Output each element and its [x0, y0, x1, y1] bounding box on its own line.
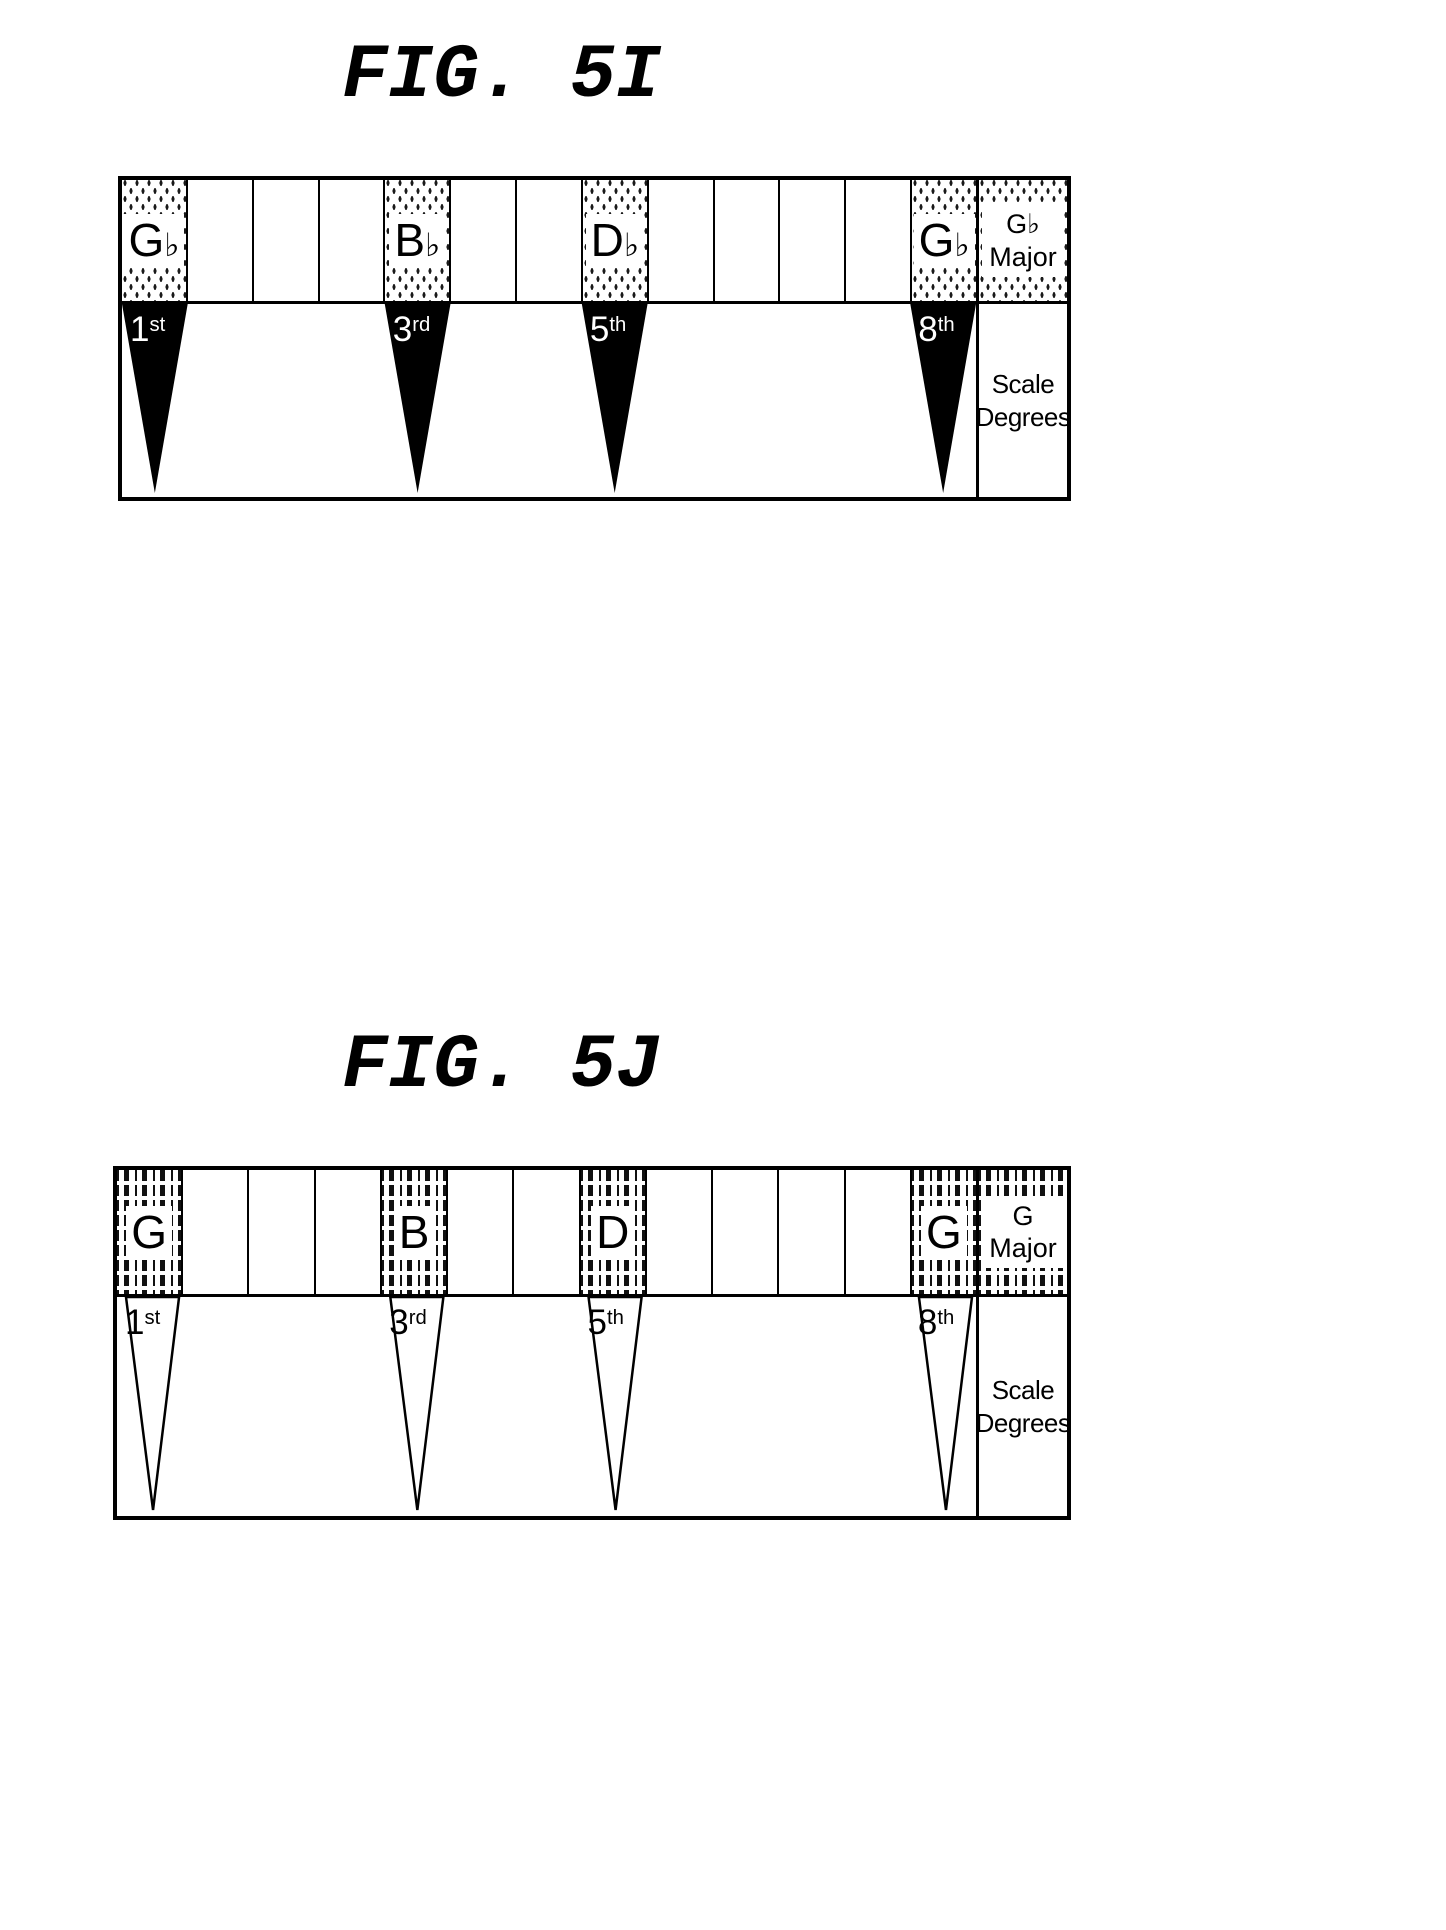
- note-label: G♭: [123, 214, 185, 267]
- note-cell-b-flat: B♭: [385, 180, 452, 301]
- note-cell-empty: [517, 180, 583, 301]
- note-row: G♭ B♭ D♭ G♭ G♭ Major: [122, 180, 1067, 304]
- note-row: G B D G G Major: [117, 1170, 1067, 1297]
- note-label: G: [921, 1205, 967, 1259]
- flat-sign: ♭: [623, 227, 640, 264]
- scale-degrees-cell: Scale Degrees: [976, 304, 1071, 497]
- scale-degrees-line2: Degrees: [975, 401, 1071, 432]
- note-cell-b: B: [381, 1170, 449, 1294]
- degree-triangle: [389, 1297, 445, 1511]
- degree-row: 1st 3rd 5th 8th Scale Degrees: [117, 1297, 1071, 1516]
- note-label: D♭: [585, 214, 645, 267]
- note-label: B♭: [389, 214, 446, 267]
- degree-triangle: [581, 304, 648, 493]
- degree-triangle: [122, 304, 188, 493]
- note-cells: G♭ B♭ D♭ G♭: [122, 180, 976, 301]
- scale-degrees-cell: Scale Degrees: [976, 1297, 1071, 1516]
- note-cell-empty: [846, 180, 913, 301]
- note-cell-empty: [183, 1170, 250, 1294]
- note-cell-empty: [648, 180, 715, 301]
- note-cell-g: G: [911, 1170, 977, 1294]
- scale-diagram-gb-major: G♭ B♭ D♭ G♭ G♭ Major 1st 3rd 5th 8th Scale Deg…: [118, 176, 1071, 501]
- note-cell-empty: [253, 180, 320, 301]
- note-cell-empty: [187, 180, 254, 301]
- note-cell-empty: [249, 1170, 316, 1294]
- key-name-cell: G Major: [976, 1170, 1067, 1294]
- degree-triangles-graphic: [122, 304, 976, 493]
- note-cell-empty: [779, 1170, 846, 1294]
- key-name-line1: G: [1012, 1200, 1034, 1231]
- note-cell-empty: [319, 180, 386, 301]
- note-cell-g: G: [117, 1170, 184, 1294]
- scale-diagram-g-major: G B D G G Major 1st 3rd 5th 8th Scale Degrees: [113, 1166, 1071, 1520]
- key-name-label: G♭ Major: [982, 204, 1064, 277]
- note-cell-empty: [514, 1170, 581, 1294]
- degree-triangle: [910, 304, 976, 493]
- note-cell-empty: [646, 1170, 714, 1294]
- figure-title: FIG. 5J: [342, 1023, 662, 1109]
- flat-sign: ♭: [164, 227, 180, 264]
- note-cell-empty: [451, 180, 518, 301]
- note-cell-d-flat: D♭: [582, 180, 649, 301]
- triangle-area: 1st 3rd 5th 8th: [122, 304, 976, 497]
- note-cell-g-flat: G♭: [122, 180, 188, 301]
- flat-sign: ♭: [425, 227, 441, 264]
- note-cell-empty: [315, 1170, 382, 1294]
- note-label: D: [591, 1205, 635, 1259]
- note-cell-g-flat: G♭: [912, 180, 976, 301]
- note-cell-empty: [713, 1170, 780, 1294]
- degree-triangles-graphic: [124, 1297, 974, 1511]
- key-name-label: G Major: [982, 1195, 1064, 1269]
- key-name-line1: G♭: [1006, 209, 1040, 240]
- note-label: G♭: [913, 214, 975, 267]
- key-name-line2: Major: [989, 1233, 1057, 1263]
- degree-triangle: [384, 304, 451, 493]
- degree-label: 1st: [130, 310, 166, 349]
- note-cell-empty: [780, 180, 847, 301]
- degree-row: 1st 3rd 5th 8th Scale Degrees: [122, 304, 1071, 497]
- degree-label: 3rd: [389, 1303, 427, 1342]
- degree-label: 5th: [587, 1303, 624, 1342]
- degree-label: 8th: [917, 1303, 955, 1342]
- key-name-cell: G♭ Major: [976, 180, 1067, 301]
- degree-triangle: [917, 1297, 974, 1511]
- note-cell-empty: [448, 1170, 515, 1294]
- note-label: B: [393, 1205, 435, 1259]
- scale-degrees-line1: Scale: [991, 1375, 1055, 1405]
- flat-sign: ♭: [954, 227, 970, 264]
- note-label: G: [126, 1205, 172, 1259]
- degree-label: 1st: [125, 1303, 161, 1342]
- triangle-area: 1st 3rd 5th 8th: [117, 1297, 976, 1516]
- note-cell-empty: [714, 180, 781, 301]
- degree-label: 3rd: [392, 310, 431, 349]
- note-cell-empty: [845, 1170, 912, 1294]
- degree-label: 5th: [589, 310, 627, 349]
- scale-degrees-line2: Degrees: [975, 1407, 1071, 1438]
- degree-label: 8th: [918, 310, 955, 349]
- key-name-line2: Major: [989, 241, 1057, 272]
- degree-triangle: [587, 1297, 643, 1511]
- figure-title: FIG. 5I: [342, 33, 662, 119]
- note-cell-d: D: [580, 1170, 647, 1294]
- degree-triangle: [124, 1297, 181, 1511]
- scale-degrees-line1: Scale: [991, 369, 1055, 399]
